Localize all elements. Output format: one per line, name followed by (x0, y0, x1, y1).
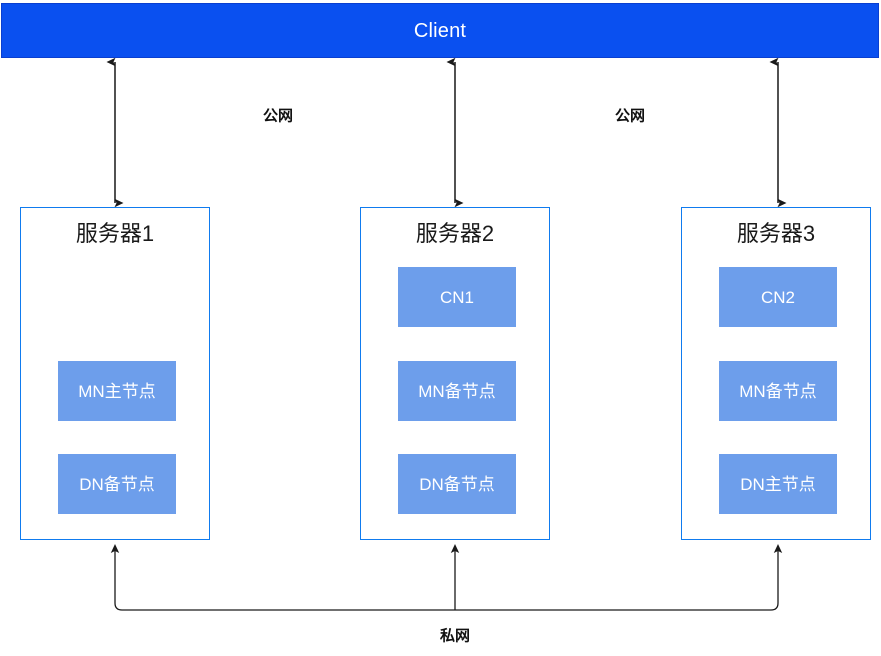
edge-label-public-network-left: 公网 (262, 107, 294, 125)
server-box-2[interactable]: 服务器2 CN1 MN备节点 DN备节点 (360, 207, 550, 540)
node-box-cn2[interactable]: CN2 (719, 267, 837, 327)
client-label: Client (413, 19, 467, 42)
node-label: DN主节点 (740, 474, 816, 494)
server-title-3: 服务器3 (736, 221, 816, 246)
node-label: MN备节点 (739, 381, 817, 401)
node-label: CN1 (439, 287, 474, 307)
node-label: MN主节点 (78, 381, 156, 401)
node-label: MN备节点 (418, 381, 496, 401)
server-title-2: 服务器2 (415, 221, 495, 246)
edge-label-public-network-right: 公网 (614, 107, 646, 125)
server-box-3[interactable]: 服务器3 CN2 MN备节点 DN主节点 (681, 207, 871, 540)
node-box-mn-standby[interactable]: MN备节点 (719, 361, 837, 421)
node-box-dn-standby[interactable]: DN备节点 (398, 454, 516, 514)
node-label: CN2 (760, 287, 795, 307)
server-title-1: 服务器1 (75, 221, 155, 246)
edge-label-private-network: 私网 (439, 627, 471, 645)
node-label: DN备节点 (419, 474, 495, 494)
node-box-cn1[interactable]: CN1 (398, 267, 516, 327)
connector-private-network-bus (110, 544, 783, 611)
node-label: DN备节点 (79, 474, 155, 494)
server-box-1[interactable]: 服务器1 MN主节点 DN备节点 (20, 207, 210, 540)
client-bar[interactable]: Client (1, 3, 879, 58)
node-box-dn-primary[interactable]: DN主节点 (719, 454, 837, 514)
node-box-mn-standby[interactable]: MN备节点 (398, 361, 516, 421)
node-box-dn-standby[interactable]: DN备节点 (58, 454, 176, 514)
node-box-mn-primary[interactable]: MN主节点 (58, 361, 176, 421)
